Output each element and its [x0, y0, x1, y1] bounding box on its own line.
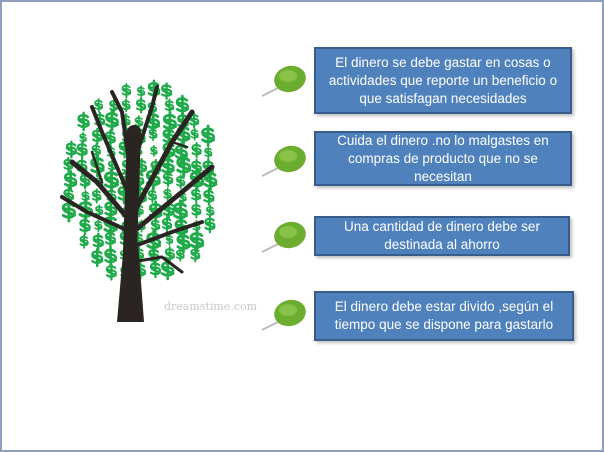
dollar-sign-icon	[205, 204, 215, 219]
dollar-sign-icon	[164, 246, 175, 263]
money-tree-image	[42, 72, 242, 324]
dollar-sign-icon	[77, 111, 90, 132]
dollar-sign-icon	[104, 246, 117, 267]
text-box-4: El dinero debe estar divido ,según el ti…	[314, 291, 574, 341]
text-box-1: El dinero se debe gastar en cosas o acti…	[314, 47, 572, 114]
text-box-label: El dinero se debe gastar en cosas o acti…	[328, 54, 558, 106]
dollar-sign-icon	[91, 248, 104, 268]
dollar-sign-icon	[103, 168, 120, 193]
dollar-sign-icon	[162, 170, 174, 188]
dollar-sign-icon	[105, 263, 117, 281]
dollar-sign-icon	[104, 129, 116, 147]
dollar-sign-icon	[163, 187, 172, 201]
dollar-sign-icon	[161, 82, 173, 100]
dollar-sign-icon	[94, 219, 103, 233]
dollar-sign-icon	[191, 202, 202, 219]
dollar-sign-icon	[95, 204, 104, 218]
dollar-sign-icon	[92, 232, 104, 251]
leaf-icon	[261, 221, 306, 253]
dollar-sign-icon	[203, 187, 215, 206]
dollar-sign-icon	[105, 109, 119, 132]
dollar-sign-icon	[121, 82, 132, 99]
dollar-sign-icon	[91, 188, 102, 204]
watermark: dreamstime.com	[164, 300, 258, 313]
dollar-sign-icon	[149, 260, 162, 279]
dollar-sign-icon	[161, 216, 173, 233]
leaf-icon	[261, 145, 306, 177]
dollar-sign-icon	[104, 230, 116, 248]
dollar-sign-icon	[150, 144, 158, 157]
dollar-sign-icon	[147, 188, 157, 204]
dollar-sign-icon	[165, 233, 174, 246]
dollar-sign-icon	[63, 156, 74, 173]
dollar-sign-icon	[164, 98, 175, 114]
dollar-sign-icon	[135, 97, 147, 114]
dollar-sign-icon	[204, 146, 213, 160]
dollar-sign-icon	[190, 246, 201, 263]
dollar-sign-icon	[92, 127, 103, 145]
dollar-sign-icon	[203, 169, 218, 192]
dollar-sign-icon	[76, 141, 88, 159]
dollar-sign-icon	[176, 247, 185, 262]
text-box-3: Una cantidad de dinero debe ser destinad…	[314, 216, 570, 256]
dollar-sign-icon	[137, 85, 146, 99]
dollar-sign-icon	[176, 153, 192, 178]
dollar-sign-icon	[121, 98, 131, 113]
text-box-label: Cuida el dinero .no lo malgastes en comp…	[337, 132, 549, 184]
dollar-sign-icon	[191, 187, 202, 204]
dollar-sign-icon	[91, 143, 101, 158]
dollar-sign-icon	[63, 169, 78, 191]
dollar-sign-icon	[79, 216, 91, 236]
dollar-sign-icon	[65, 140, 78, 159]
dollar-sign-icon	[201, 124, 216, 147]
dollar-sign-icon	[94, 98, 104, 113]
dollar-sign-icon	[176, 174, 186, 190]
leaf-icon	[261, 65, 306, 97]
tree-trunk	[117, 242, 144, 322]
dollar-sign-icon	[175, 94, 189, 116]
dollar-sign-icon	[189, 229, 205, 253]
dollar-sign-icon	[191, 141, 202, 159]
money-tree-icon	[60, 79, 218, 324]
dollar-sign-icon	[204, 215, 216, 234]
dollar-sign-icon	[148, 127, 158, 142]
text-box-label: El dinero debe estar divido ,según el ti…	[334, 299, 554, 332]
dollar-sign-icon	[190, 127, 199, 141]
text-box-2: Cuida el dinero .no lo malgastes en comp…	[314, 131, 572, 186]
leaf-icon	[261, 299, 306, 331]
dollar-sign-icon	[79, 234, 89, 249]
text-box-label: Una cantidad de dinero debe ser destinad…	[344, 219, 540, 252]
dollar-sign-icon	[148, 246, 160, 266]
